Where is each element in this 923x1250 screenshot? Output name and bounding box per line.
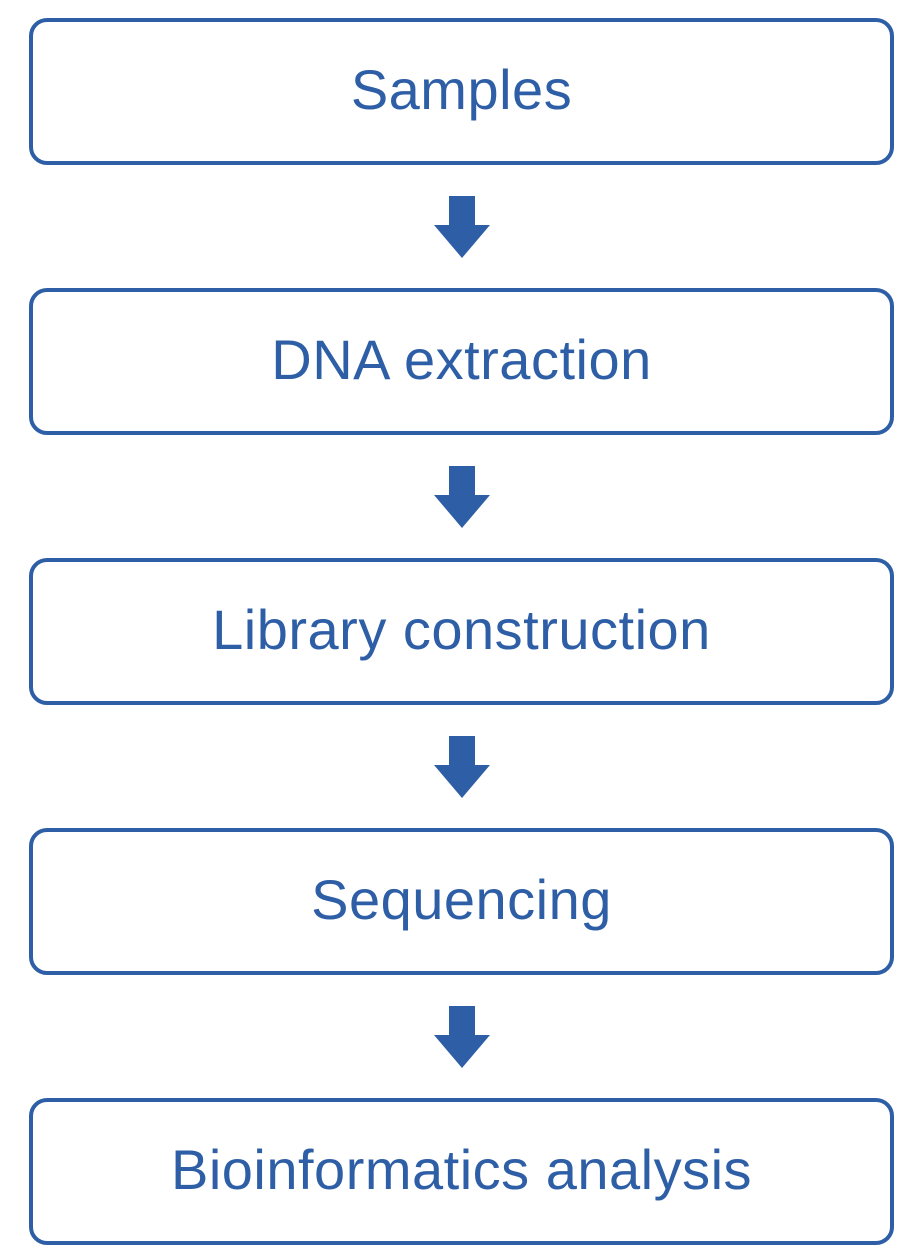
flow-connector [433,705,490,828]
flow-step-library-construction: Library construction [29,558,894,705]
flow-step-samples: Samples [29,18,894,165]
flow-connector [433,165,490,288]
arrow-down-icon [433,1005,490,1068]
flow-step-label: Sequencing [311,867,612,931]
flow-step-bioinformatics-analysis: Bioinformatics analysis [29,1098,894,1245]
flow-connector [433,435,490,558]
flow-step-dna-extraction: DNA extraction [29,288,894,435]
arrow-down-icon [433,735,490,798]
flow-connector [433,975,490,1098]
flow-step-label: Library construction [212,597,711,661]
flow-step-label: Bioinformatics analysis [170,1137,753,1201]
flow-step-sequencing: Sequencing [29,828,894,975]
arrow-down-icon [433,195,490,258]
arrow-down-icon [433,465,490,528]
flow-step-label: Samples [350,57,573,121]
flow-step-label: DNA extraction [271,327,652,391]
